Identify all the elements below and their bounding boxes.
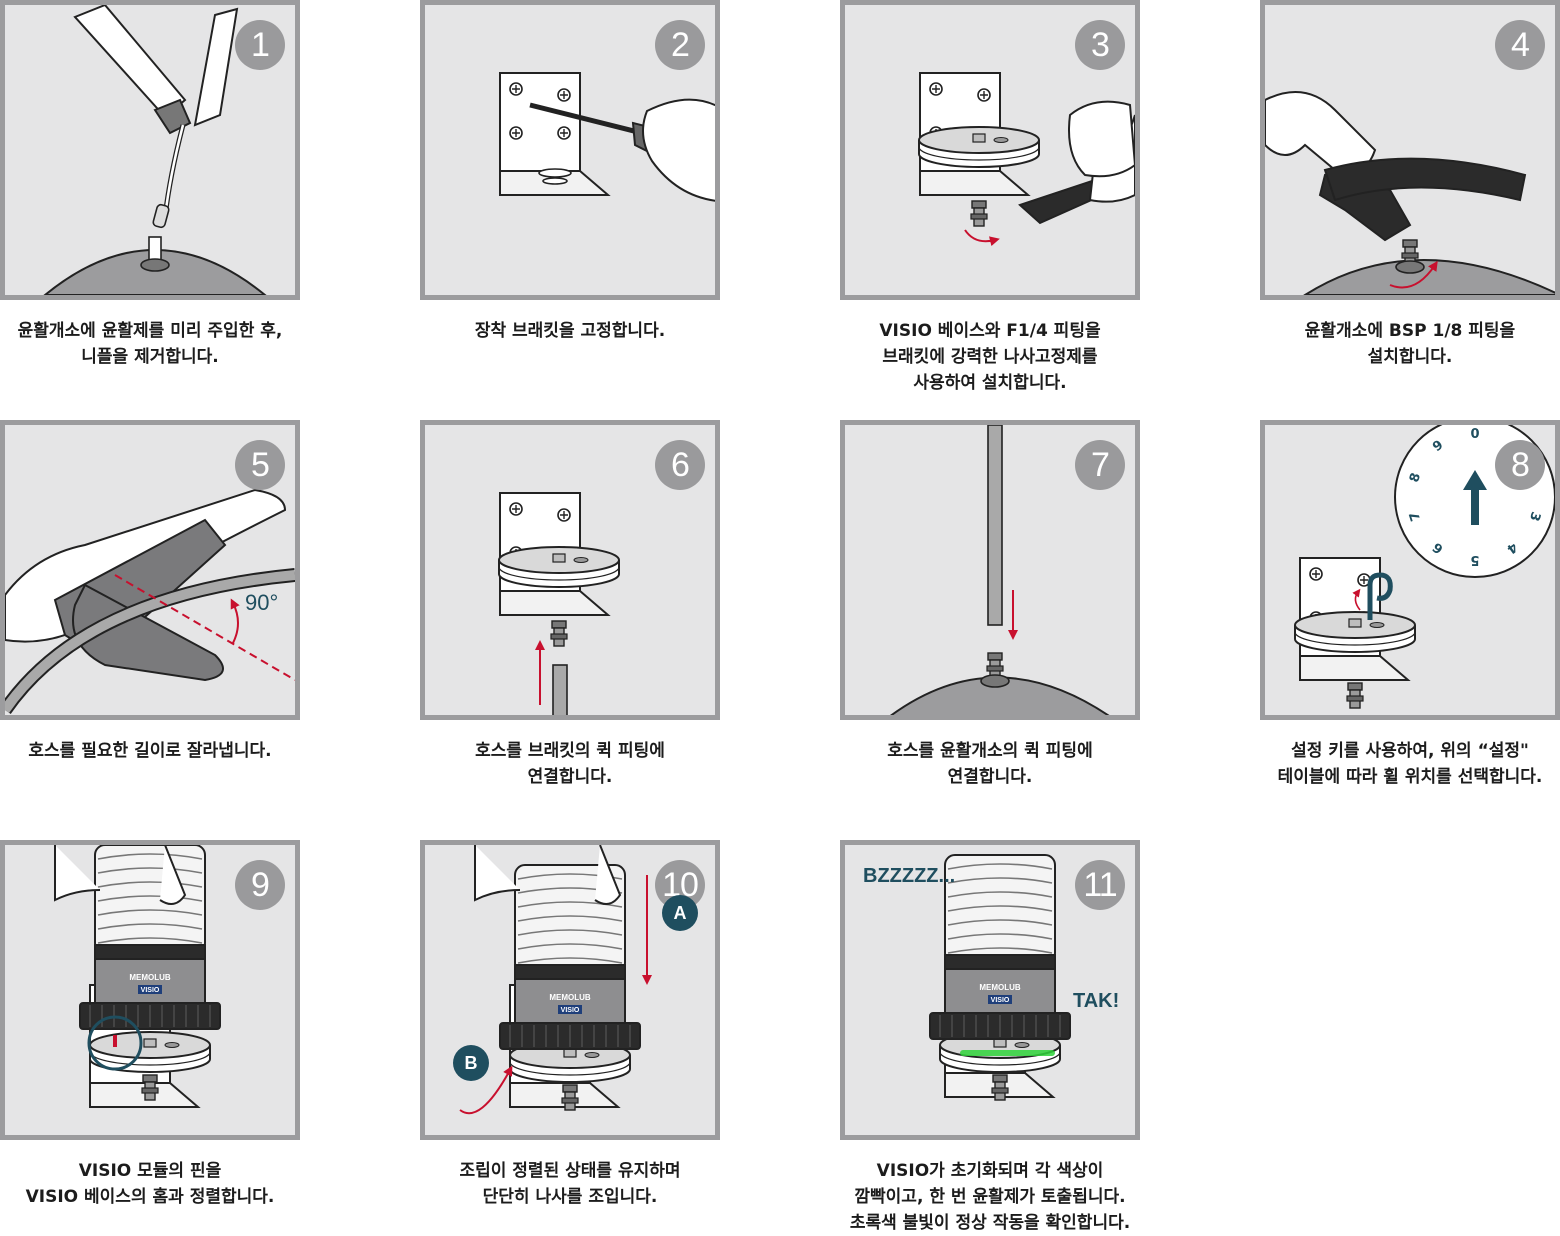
- caption-line: 연결합니다.: [947, 767, 1033, 787]
- step-caption: 윤활개소에 윤활제를 미리 주입한 후, 니플을 제거합니다.: [0, 318, 310, 370]
- dial-number: 5: [1470, 552, 1479, 567]
- sound-effect-click: TAK!: [1073, 990, 1120, 1012]
- step-caption: 장착 브래킷을 고정합니다.: [410, 318, 730, 344]
- illustration-art: [1265, 91, 1555, 295]
- caption-line: 설치합니다.: [1367, 347, 1453, 367]
- illustration-art: 90°: [5, 488, 295, 715]
- step-number-badge: 9: [235, 860, 285, 910]
- caption-line: 조립이 정렬된 상태를 유지하며: [459, 1161, 681, 1181]
- step-illustration: 90° 5: [0, 420, 300, 720]
- step-illustration: 3: [840, 0, 1140, 300]
- caption-line: 니플을 제거합니다.: [81, 347, 219, 367]
- step-number-badge: 7: [1075, 440, 1125, 490]
- caption-line: 브래킷에 강력한 나사고정제를: [882, 347, 1098, 367]
- caption-line: 장착 브래킷을 고정합니다.: [474, 321, 666, 341]
- step-number-badge: 4: [1495, 20, 1545, 70]
- brand-label: MEMOLUB: [129, 973, 171, 982]
- caption-line: 사용하여 설치합니다.: [913, 373, 1067, 393]
- caption-line: VISIO 베이스와 F1/4 피팅을: [879, 321, 1101, 341]
- illustration-art: [498, 492, 620, 715]
- step-illustration: 4: [1260, 0, 1560, 300]
- caption-line: VISIO 모듈의 핀을: [78, 1161, 222, 1181]
- step-number-badge: 1: [235, 20, 285, 70]
- illustration-art: [918, 72, 1135, 247]
- illustration-art: MEMOLUB VISIO: [929, 854, 1071, 1101]
- caption-line: 호스를 윤활개소의 퀵 피팅에: [887, 741, 1093, 761]
- dial-number: 8: [1407, 471, 1424, 484]
- caption-line: 초록색 불빛이 정상 작동을 확인합니다.: [849, 1213, 1131, 1233]
- illustration-art: [890, 425, 1110, 715]
- step-illustration: 0234567898: [1260, 420, 1560, 720]
- step-caption: 설정 키를 사용하여, 위의 “설정" 테이블에 따라 휠 위치를 선택합니다.: [1250, 738, 1560, 790]
- step-illustration: 7: [840, 420, 1140, 720]
- brand-label: MEMOLUB: [549, 993, 591, 1002]
- step-number-badge: 8: [1495, 440, 1545, 490]
- illustration-art: MEMOLUB VISIO: [54, 845, 221, 1108]
- caption-line: 연결합니다.: [527, 767, 613, 787]
- caption-line: 호스를 브래킷의 퀵 피팅에: [475, 741, 665, 761]
- illustration-art: MEMOLUB VISIO: [459, 845, 652, 1115]
- step-illustration: 2: [420, 0, 720, 300]
- step-caption: 호스를 필요한 길이로 잘라냅니다.: [0, 738, 310, 764]
- illustration-art: [499, 72, 715, 202]
- caption-line: 호스를 필요한 길이로 잘라냅니다.: [28, 741, 272, 761]
- illustration-art: [43, 5, 267, 295]
- brand-label: MEMOLUB: [979, 983, 1021, 992]
- step-number-badge: 2: [655, 20, 705, 70]
- model-label: VISIO: [991, 997, 1010, 1004]
- sound-effect-buzz: BZZZZZ...: [863, 865, 956, 887]
- dial-number: 0: [1470, 427, 1479, 442]
- step-illustration: 1: [0, 0, 300, 300]
- dial-number: 3: [1526, 510, 1543, 523]
- caption-line: 깜빡이고, 한 번 윤활제가 토출됩니다.: [854, 1187, 1126, 1207]
- step-number-badge: 6: [655, 440, 705, 490]
- marker-a: A: [662, 895, 698, 931]
- model-label: VISIO: [141, 987, 160, 994]
- caption-line: 단단히 나사를 조입니다.: [482, 1187, 658, 1207]
- model-label: VISIO: [561, 1007, 580, 1014]
- step-caption: VISIO 모듈의 핀을 VISIO 베이스의 홈과 정렬합니다.: [0, 1158, 310, 1210]
- caption-line: 윤활개소에 윤활제를 미리 주입한 후,: [17, 321, 283, 341]
- caption-line: VISIO 베이스의 홈과 정렬합니다.: [25, 1187, 275, 1207]
- step-number-badge: 3: [1075, 20, 1125, 70]
- caption-line: 테이블에 따라 휠 위치를 선택합니다.: [1277, 767, 1543, 787]
- step-illustration: 6: [420, 420, 720, 720]
- dial-number: 7: [1407, 510, 1424, 523]
- step-illustration: MEMOLUB VISIO 9: [0, 840, 300, 1140]
- marker-b: B: [453, 1045, 489, 1081]
- caption-line: VISIO가 초기화되며 각 색상이: [876, 1161, 1104, 1181]
- step-number-badge: 11: [1075, 860, 1125, 910]
- step-number-badge: 5: [235, 440, 285, 490]
- caption-line: 설정 키를 사용하여, 위의 “설정": [1291, 741, 1529, 761]
- caption-line: 윤활개소에 BSP 1/8 피팅을: [1304, 321, 1516, 341]
- angle-label: 90°: [245, 590, 278, 615]
